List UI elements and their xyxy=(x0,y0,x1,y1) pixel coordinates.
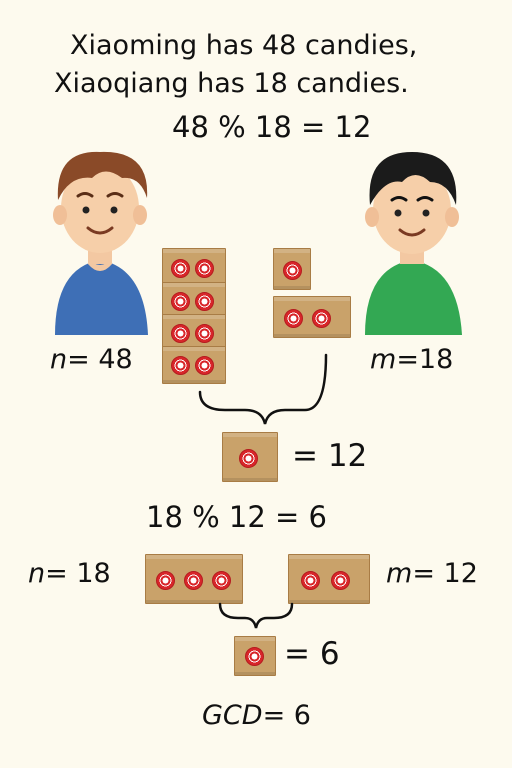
step2-n-label: n= 18 xyxy=(28,558,111,589)
gcd-value: = 6 xyxy=(262,700,311,731)
candy-icon xyxy=(195,259,214,278)
step2-m-symbol: m xyxy=(386,558,413,589)
candy-icon xyxy=(195,292,214,311)
candy-box xyxy=(273,248,311,290)
step1-n-symbol: n xyxy=(50,344,68,375)
step1-m-label: m=18 xyxy=(370,344,453,375)
step2-n-symbol: n xyxy=(28,558,46,589)
candy-icon xyxy=(245,647,264,666)
candy-icon xyxy=(195,356,214,375)
candy-icon xyxy=(283,261,302,280)
step1-n-value: = 48 xyxy=(67,344,133,375)
title-line-1: Xiaoming has 48 candies, xyxy=(70,30,418,61)
remainder-6-value: = 6 xyxy=(284,636,340,672)
step1-n-label: n= 48 xyxy=(50,344,133,375)
candy-icon xyxy=(171,324,190,343)
candy-icon xyxy=(331,571,350,590)
candy-icon xyxy=(284,309,303,328)
candy-icon xyxy=(171,292,190,311)
candy-box xyxy=(273,296,351,338)
candy-icon xyxy=(312,309,331,328)
remainder-12-value: = 12 xyxy=(292,438,368,474)
gcd-result: GCD= 6 xyxy=(202,700,311,731)
candy-box xyxy=(162,314,226,352)
step2-m-label: m= 12 xyxy=(386,558,478,589)
candy-icon xyxy=(156,571,175,590)
candy-icon xyxy=(171,356,190,375)
candy-icon xyxy=(239,449,258,468)
candy-icon xyxy=(171,259,190,278)
remainder-box-6 xyxy=(234,636,276,676)
step2-n-value: = 18 xyxy=(45,558,111,589)
step1-m-symbol: m xyxy=(370,344,397,375)
step1-m-value: =18 xyxy=(396,344,454,375)
candy-box xyxy=(162,346,226,384)
candy-icon xyxy=(195,324,214,343)
gcd-label: GCD xyxy=(202,700,263,731)
equation-2: 18 % 12 = 6 xyxy=(146,500,327,534)
candy-box-18 xyxy=(145,554,243,604)
step2-m-value: = 12 xyxy=(412,558,478,589)
equation-1: 48 % 18 = 12 xyxy=(172,110,372,144)
remainder-box-12 xyxy=(222,432,278,482)
candy-icon xyxy=(184,571,203,590)
candy-box-12 xyxy=(288,554,370,604)
candy-icon xyxy=(301,571,320,590)
title-line-2: Xiaoqiang has 18 candies. xyxy=(54,68,409,99)
candy-box xyxy=(162,248,226,288)
candy-icon xyxy=(212,571,231,590)
